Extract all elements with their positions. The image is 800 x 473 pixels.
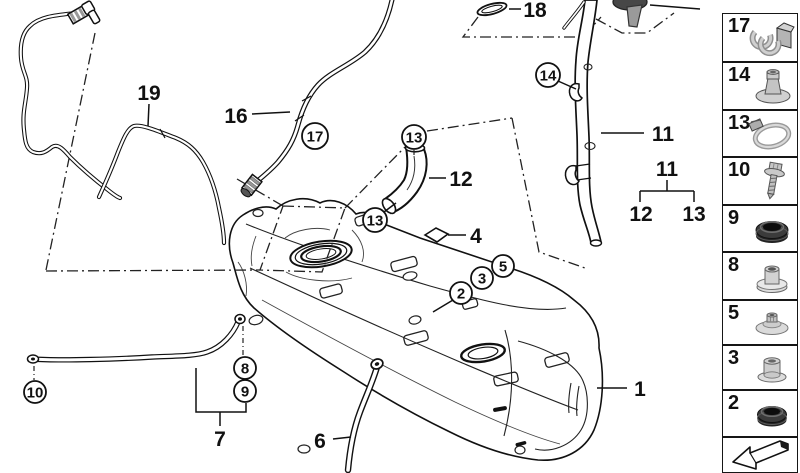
sender-opening — [460, 342, 506, 364]
continuation-arrow-icon — [732, 440, 789, 470]
legend-item-9[interactable]: 9 — [722, 205, 798, 252]
vent-line-connector — [66, 0, 101, 25]
callout-circle-2[interactable]: 2 — [449, 281, 473, 305]
tank-holes — [248, 208, 526, 455]
svg-text:8: 8 — [241, 361, 249, 378]
callout-circle-10[interactable]: 10 — [23, 380, 47, 404]
legend-number: 14 — [728, 64, 751, 86]
legend-item-10[interactable]: 10 — [722, 157, 798, 205]
rubber-grommet-icon — [755, 221, 789, 243]
svg-text:10: 10 — [27, 385, 44, 402]
callout-12-tree[interactable]: 12 — [629, 203, 652, 226]
svg-text:3: 3 — [478, 271, 486, 288]
callout-circle-14[interactable]: 14 — [535, 62, 561, 88]
hose-end-connector — [240, 173, 263, 198]
callout-7[interactable]: 7 — [214, 428, 226, 451]
callout-12[interactable]: 12 — [449, 168, 472, 191]
pipe-clip-lower — [564, 164, 580, 186]
legend-item-2[interactable]: 2 — [722, 390, 798, 437]
callout-11-upper[interactable]: 11 — [652, 123, 675, 146]
svg-text:13: 13 — [406, 130, 423, 147]
callout-18[interactable]: 18 — [523, 0, 547, 22]
pipe-clip-icon — [749, 22, 795, 57]
legend-item-17[interactable]: 17 — [722, 13, 798, 62]
hose-clamp-icon — [748, 118, 792, 150]
svg-text:17: 17 — [307, 129, 324, 146]
legend-item-13[interactable]: 13 — [722, 110, 798, 157]
elbow-hose-12 — [381, 143, 428, 215]
callout-19[interactable]: 19 — [137, 82, 160, 105]
callout-1[interactable]: 1 — [634, 378, 646, 401]
callout-13-tree[interactable]: 13 — [682, 203, 705, 226]
callout-16[interactable]: 16 — [224, 105, 247, 128]
spacer-bushing-icon — [757, 357, 787, 383]
callout-circle-9[interactable]: 9 — [233, 379, 257, 403]
legend-number: 3 — [728, 347, 740, 369]
drain-tube-6 — [344, 358, 384, 473]
vent-pipe-19 — [96, 123, 227, 246]
callout-circle-3[interactable]: 3 — [470, 266, 494, 290]
legend-item-3[interactable]: 3 — [722, 345, 798, 390]
callout-circle-13-upper[interactable]: 13 — [401, 124, 427, 150]
flanged-grommet-icon — [755, 69, 791, 104]
vent-line-assembly — [18, 0, 123, 201]
svg-text:13: 13 — [367, 213, 384, 230]
fuel-pump-flange — [289, 239, 353, 269]
tank-slots — [493, 406, 527, 447]
adhesive-pad-4 — [423, 227, 450, 243]
hex-screw-icon — [764, 161, 785, 200]
svg-text:9: 9 — [241, 384, 249, 401]
callout-circle-8[interactable]: 8 — [233, 356, 257, 380]
filler-cap — [612, 0, 701, 28]
seal-ring-18 — [476, 1, 508, 17]
rubber-grommet-icon — [757, 405, 787, 427]
legend-continuation[interactable] — [722, 437, 798, 473]
legend-number: 9 — [728, 207, 740, 229]
callout-4[interactable]: 4 — [470, 225, 482, 248]
legend-item-14[interactable]: 14 — [722, 62, 798, 110]
callout-6[interactable]: 6 — [314, 430, 326, 453]
leader-lines — [33, 8, 695, 440]
svg-text:2: 2 — [457, 286, 465, 303]
legend-number: 8 — [728, 254, 740, 276]
callout-circle-13-lower[interactable]: 13 — [362, 207, 388, 233]
fuel-tank — [228, 197, 604, 461]
callout-circle-5[interactable]: 5 — [491, 254, 515, 278]
legend-item-5[interactable]: 5 — [722, 300, 798, 345]
callout-11-tree[interactable]: 11 — [656, 158, 679, 181]
legend-number: 13 — [728, 112, 751, 134]
svg-text:5: 5 — [499, 259, 507, 276]
callout-circle-17[interactable]: 17 — [301, 122, 329, 150]
bushing-icon — [756, 265, 788, 293]
legend-number: 2 — [728, 392, 740, 414]
tension-strap-7 — [26, 313, 246, 364]
legend-number: 17 — [728, 15, 751, 37]
legend-number: 5 — [728, 302, 740, 324]
detail-boundary-lines — [45, 12, 675, 273]
filler-vent-hose-16 — [240, 0, 395, 198]
legend-item-8[interactable]: 8 — [722, 252, 798, 300]
filler-pipe — [562, 0, 603, 247]
legend-number: 10 — [728, 159, 751, 181]
funnel-washer-icon — [755, 312, 789, 335]
svg-text:14: 14 — [540, 68, 557, 85]
